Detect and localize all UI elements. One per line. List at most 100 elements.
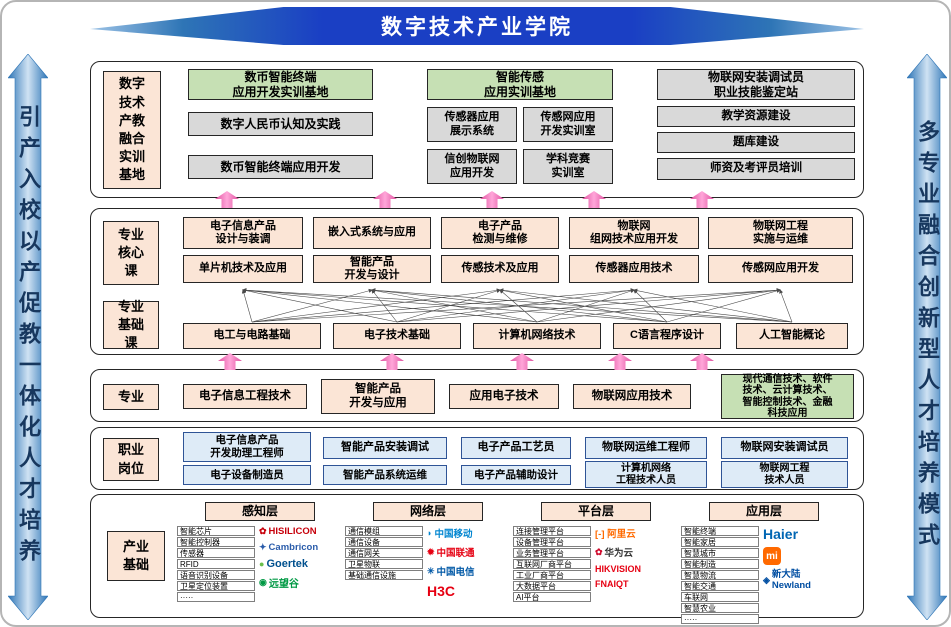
- xiaomi-mi-icon: mi: [763, 547, 781, 565]
- newland-diamond-icon: ◈: [763, 575, 770, 586]
- farsight-logo: ◉ 远望谷: [259, 577, 299, 590]
- major-item: 智能产品 开发与应用: [321, 379, 435, 414]
- majors-panel: 专业 电子信息工程技术 智能产品 开发与应用 应用电子技术 物联网应用技术 现代…: [90, 369, 864, 422]
- basic-course: 人工智能概论: [736, 323, 848, 349]
- industry-panel: 产业 基础 感知层 智能芯片 智能控制器 传感器 RFID 语音识别设备 卫星定…: [90, 494, 864, 624]
- right-banner-text: 多专业融合创新型人才培养模式: [915, 120, 940, 554]
- training-base-label: 数字 技术 产教 融合 实训 基地: [103, 71, 161, 189]
- hisilicon-logo: ✿ HISILICON: [259, 526, 317, 537]
- core-course: 智能产品 开发与设计: [313, 255, 431, 283]
- layer-column-network: 网络层 通信模组 通信设备 通信网关 卫星物联 基础通信设施 ◗ 中国移动 ✹ …: [343, 495, 503, 619]
- layer-column-application: 应用层 智能终端 智能家居 智慧城市 智能制造 智慧物流 智能交通 车联网 智慧…: [679, 495, 839, 624]
- jobs-label: 职业 岗位: [103, 438, 159, 481]
- goertek-dot-icon: ●: [259, 559, 265, 569]
- core-course: 物联网工程 实施与运维: [708, 217, 853, 249]
- core-course: 单片机技术及应用: [183, 255, 303, 283]
- core-course: 传感网应用开发: [708, 255, 853, 283]
- newland-logo: ◈ 新大陆 Newland: [763, 569, 811, 591]
- training-item: 数币智能终端应用开发: [188, 155, 373, 179]
- industry-item: 智能终端: [681, 526, 759, 536]
- training-group1-header: 数币智能终端 应用开发实训基地: [188, 69, 373, 100]
- core-course: 电子产品 检测与维修: [441, 217, 559, 249]
- training-base-panel: 数字 技术 产教 融合 实训 基地 数币智能终端 应用开发实训基地 数字人民币认…: [90, 61, 864, 198]
- goertek-logo: ● Goertek: [259, 558, 309, 570]
- industry-item: 卫星物联: [345, 559, 423, 569]
- job-item: 物联网运维工程师: [585, 437, 707, 459]
- industry-item: RFID: [177, 559, 255, 569]
- basic-course: 电子技术基础: [333, 323, 461, 349]
- training-group3-header: 物联网安装调试员 职业技能鉴定站: [657, 69, 855, 100]
- layer-header: 平台层: [541, 502, 651, 521]
- industry-item: 设备管理平台: [513, 537, 591, 547]
- training-group2-header: 智能传感 应用实训基地: [427, 69, 613, 100]
- h3c-logo: H3C: [427, 583, 456, 599]
- jobs-panel: 职业 岗位 电子信息产品 开发助理工程师 智能产品安装调试 电子产品工艺员 物联…: [90, 427, 864, 490]
- left-double-arrow: 引产入校以产促教一体化人才培养: [8, 54, 48, 620]
- training-item: 传感网应用 开发实训室: [523, 107, 613, 142]
- industry-item: ·····: [177, 592, 255, 602]
- layer-header: 应用层: [709, 502, 819, 521]
- core-course: 嵌入式系统与应用: [313, 217, 431, 249]
- core-courses-label: 专业 核心 课: [103, 221, 159, 285]
- training-item: 师资及考评员培训: [657, 158, 855, 180]
- basic-course: C语言程序设计: [613, 323, 721, 349]
- course-links-network: [241, 288, 793, 323]
- industry-item: 智能芯片: [177, 526, 255, 536]
- up-arrow-icon: [608, 353, 632, 370]
- double-arrow-icon: [8, 54, 48, 620]
- right-double-arrow: 多专业融合创新型人才培养模式: [907, 54, 947, 620]
- basic-courses-label: 专业 基础 课: [103, 299, 159, 350]
- industry-item: 传感器: [177, 548, 255, 558]
- training-item: 教学资源建设: [657, 106, 855, 127]
- aliyun-logo: [-] 阿里云: [595, 529, 636, 540]
- layer-logos: Haier mi ◈ 新大陆 Newland: [763, 526, 839, 597]
- industry-item: 互联网厂商平台: [513, 559, 591, 569]
- layer-items: 通信模组 通信设备 通信网关 卫星物联 基础通信设施: [345, 526, 423, 581]
- training-item: 数字人民币认知及实践: [188, 112, 373, 136]
- industry-item: 智能家居: [681, 537, 759, 547]
- up-arrow-icon: [380, 353, 404, 370]
- industry-item: 智能制造: [681, 559, 759, 569]
- industry-item: ·····: [681, 614, 759, 624]
- industry-item: 智能交通: [681, 581, 759, 591]
- china-unicom-knot-icon: ✹: [427, 546, 435, 557]
- basic-course: 计算机网络技术: [473, 323, 601, 349]
- job-item: 电子信息产品 开发助理工程师: [183, 432, 311, 462]
- up-arrow-icon: [510, 353, 534, 370]
- major-item: 电子信息工程技术: [183, 384, 307, 409]
- china-mobile-icon: ◗: [427, 528, 433, 538]
- industry-item: AI平台: [513, 592, 591, 602]
- job-item: 物联网安装调试员: [721, 437, 848, 459]
- layer-header: 感知层: [205, 502, 315, 521]
- training-item: 学科竞赛 实训室: [523, 149, 613, 184]
- industry-item: 智慧农业: [681, 603, 759, 613]
- industry-item: 智慧物流: [681, 570, 759, 580]
- layer-logos: [-] 阿里云 ✿ 华为云 HIKVISION FNAIQT: [595, 526, 671, 594]
- related-majors-note: 现代通信技术、软件 技术、云计算技术、 智能控制技术、金融 科技应用: [721, 374, 854, 419]
- core-course: 传感器应用技术: [569, 255, 699, 283]
- industry-item: 通信模组: [345, 526, 423, 536]
- industry-item: 大数据平台: [513, 581, 591, 591]
- layer-items: 智能芯片 智能控制器 传感器 RFID 语音识别设备 卫星定位装置 ·····: [177, 526, 255, 603]
- industry-item: 车联网: [681, 592, 759, 602]
- layer-column-platform: 平台层 连接管理平台 设备管理平台 业务管理平台 互联网厂商平台 工业厂商平台 …: [511, 495, 671, 619]
- double-arrow-icon: [907, 54, 947, 620]
- basic-course: 电工与电路基础: [183, 323, 321, 349]
- haier-logo: Haier: [763, 526, 799, 542]
- xiaomi-logo: mi: [763, 547, 839, 565]
- job-item: 电子产品工艺员: [461, 437, 571, 459]
- layer-logos: ◗ 中国移动 ✹ 中国联通 ✳ 中国电信 H3C: [427, 526, 503, 604]
- industry-item: 通信设备: [345, 537, 423, 547]
- industry-item: 智能控制器: [177, 537, 255, 547]
- china-unicom-logo: ✹ 中国联通: [427, 546, 475, 560]
- industry-item: 智慧城市: [681, 548, 759, 558]
- job-item: 智能产品安装调试: [323, 437, 447, 459]
- page-title: 数字技术产业学院: [381, 16, 573, 39]
- hikvision-logo: HIKVISION: [595, 564, 642, 574]
- industry-item: 工业厂商平台: [513, 570, 591, 580]
- industry-item: 语音识别设备: [177, 570, 255, 580]
- china-telecom-icon: ✳: [427, 565, 435, 576]
- industry-item: 卫星定位装置: [177, 581, 255, 591]
- layer-header: 网络层: [373, 502, 483, 521]
